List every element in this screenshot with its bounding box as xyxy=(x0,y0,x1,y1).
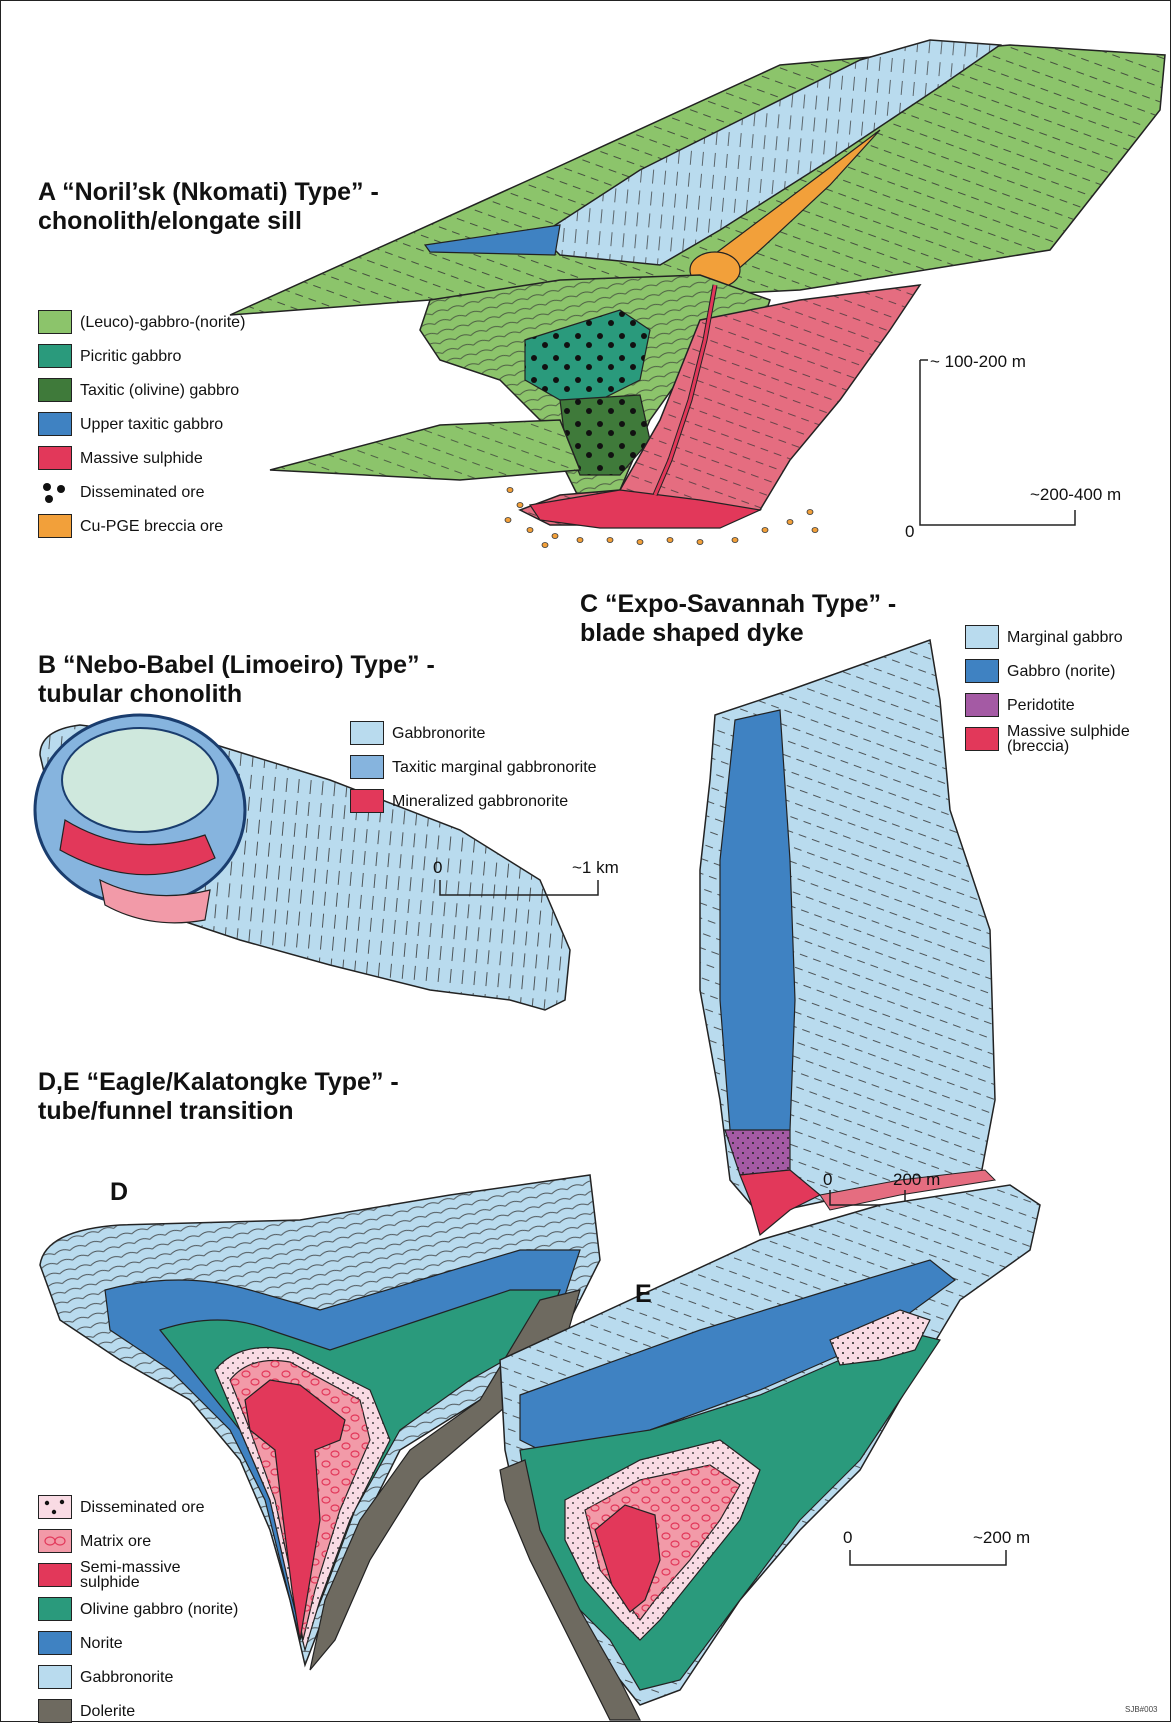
legend-item: Mineralized gabbronorite xyxy=(350,784,597,818)
legend-swatch xyxy=(965,693,999,717)
legend-label: Cu-PGE breccia ore xyxy=(80,519,223,534)
legend-swatch xyxy=(38,1563,72,1587)
disseminated-ore-icon xyxy=(38,1495,72,1519)
legend-label: Norite xyxy=(80,1636,123,1651)
legend-swatch xyxy=(350,721,384,745)
legend-item: Picritic gabbro xyxy=(38,339,245,373)
scale-a-vertical-label: ~ 100-200 m xyxy=(930,352,1026,372)
legend-label: Gabbro (norite) xyxy=(1007,664,1116,679)
legend-label: Picritic gabbro xyxy=(80,349,181,364)
panel-b-title-line1: B “Nebo-Babel (Limoeiro) Type” - xyxy=(38,651,435,679)
legend-label: Peridotite xyxy=(1007,698,1075,713)
legend-label: (Leuco)-gabbro-(norite) xyxy=(80,315,245,330)
panel-c-diagram xyxy=(700,640,995,1235)
gabbronorite-core xyxy=(62,728,218,832)
panel-c-legend: Marginal gabbro Gabbro (norite) Peridoti… xyxy=(965,620,1147,756)
legend-item: Peridotite xyxy=(965,688,1147,722)
gabbro-norite-core xyxy=(720,710,795,1160)
legend-swatch xyxy=(38,378,72,402)
scale-e-origin-label: 0 xyxy=(843,1528,852,1548)
legend-swatch xyxy=(38,446,72,470)
scale-b-origin-label: 0 xyxy=(433,858,442,878)
legend-label: Gabbronorite xyxy=(80,1670,173,1685)
legend-item: Taxitic (olivine) gabbro xyxy=(38,373,245,407)
legend-item: Taxitic marginal gabbronorite xyxy=(350,750,597,784)
panel-a-diagram xyxy=(230,40,1165,548)
panel-c-title: C “Expo-Savannah Type” - blade shaped dy… xyxy=(580,590,896,648)
scale-c-length-label: 200 m xyxy=(893,1170,940,1190)
scale-c-origin-label: 0 xyxy=(823,1170,832,1190)
panel-de-title-line1: D,E “Eagle/Kalatongke Type” - xyxy=(38,1068,399,1096)
legend-item: Gabbronorite xyxy=(350,716,597,750)
legend-swatch xyxy=(38,1631,72,1655)
legend-item: Massive sulphide xyxy=(38,441,245,475)
legend-item: Cu-PGE breccia ore xyxy=(38,509,245,543)
legend-swatch xyxy=(965,727,999,751)
panel-de-title: D,E “Eagle/Kalatongke Type” - tube/funne… xyxy=(38,1068,399,1126)
legend-item: Massive sulphide (breccia) xyxy=(965,722,1147,756)
legend-item: Gabbronorite xyxy=(38,1660,238,1694)
panel-a-title: A “Noril’sk (Nkomati) Type” - chonolith/… xyxy=(38,178,379,236)
scale-a-origin-label: 0 xyxy=(905,522,914,542)
legend-item: Dolerite xyxy=(38,1694,238,1728)
legend-label: Marginal gabbro xyxy=(1007,630,1123,645)
panel-c-title-line1: C “Expo-Savannah Type” - xyxy=(580,590,896,618)
scale-e-length-label: ~200 m xyxy=(973,1528,1030,1548)
figure-credit: SJB#003 xyxy=(1125,1705,1157,1714)
legend-swatch xyxy=(38,1665,72,1689)
legend-label: Taxitic marginal gabbronorite xyxy=(392,760,597,775)
panel-a-legend: (Leuco)-gabbro-(norite) Picritic gabbro … xyxy=(38,305,245,543)
legend-item: Matrix ore xyxy=(38,1524,238,1558)
legend-item: Norite xyxy=(38,1626,238,1660)
panel-e-label: E xyxy=(635,1280,652,1309)
legend-item: (Leuco)-gabbro-(norite) xyxy=(38,305,245,339)
scale-bar-e xyxy=(850,1550,1006,1565)
matrix-ore-icon xyxy=(38,1529,72,1553)
legend-swatch xyxy=(350,789,384,813)
legend-swatch xyxy=(38,344,72,368)
panel-b-title: B “Nebo-Babel (Limoeiro) Type” - tubular… xyxy=(38,651,435,709)
legend-item: Olivine gabbro (norite) xyxy=(38,1592,238,1626)
legend-label: Dolerite xyxy=(80,1704,135,1719)
panel-de-legend: Disseminated ore Matrix ore Semi-massive… xyxy=(38,1490,238,1728)
legend-label: Taxitic (olivine) gabbro xyxy=(80,383,239,398)
legend-label: Gabbronorite xyxy=(392,726,485,741)
legend-swatch xyxy=(38,412,72,436)
panel-de-title-line2: tube/funnel transition xyxy=(38,1097,294,1125)
panel-b-title-line2: tubular chonolith xyxy=(38,680,242,708)
scale-a-horizontal-label: ~200-400 m xyxy=(1030,485,1121,505)
panel-b-legend: Gabbronorite Taxitic marginal gabbronori… xyxy=(350,716,597,818)
legend-label: Matrix ore xyxy=(80,1534,151,1549)
disseminated-ore-icon xyxy=(38,480,72,504)
legend-label: Upper taxitic gabbro xyxy=(80,417,223,432)
legend-swatch xyxy=(38,310,72,334)
legend-label: Massive sulphide xyxy=(80,451,203,466)
legend-item: Marginal gabbro xyxy=(965,620,1147,654)
legend-item: Gabbro (norite) xyxy=(965,654,1147,688)
scale-b-length-label: ~1 km xyxy=(572,858,619,878)
legend-swatch xyxy=(965,625,999,649)
legend-item: Semi-massive sulphide xyxy=(38,1558,238,1592)
panel-d-label: D xyxy=(110,1178,128,1207)
legend-label: Massive sulphide (breccia) xyxy=(1007,724,1147,754)
legend-swatch xyxy=(965,659,999,683)
legend-swatch xyxy=(38,1597,72,1621)
panel-c-title-line2: blade shaped dyke xyxy=(580,619,804,647)
legend-label: Olivine gabbro (norite) xyxy=(80,1602,238,1617)
legend-item: Disseminated ore xyxy=(38,1490,238,1524)
panel-a-title-line2: chonolith/elongate sill xyxy=(38,207,302,235)
legend-swatch xyxy=(350,755,384,779)
legend-label: Disseminated ore xyxy=(80,1500,205,1515)
panel-a-title-line1: A “Noril’sk (Nkomati) Type” - xyxy=(38,178,379,206)
legend-label: Semi-massive sulphide xyxy=(80,1560,190,1590)
legend-item: Upper taxitic gabbro xyxy=(38,407,245,441)
legend-label: Mineralized gabbronorite xyxy=(392,794,568,809)
legend-swatch xyxy=(38,1699,72,1723)
legend-label: Disseminated ore xyxy=(80,485,205,500)
legend-swatch xyxy=(38,514,72,538)
legend-item: Disseminated ore xyxy=(38,475,245,509)
